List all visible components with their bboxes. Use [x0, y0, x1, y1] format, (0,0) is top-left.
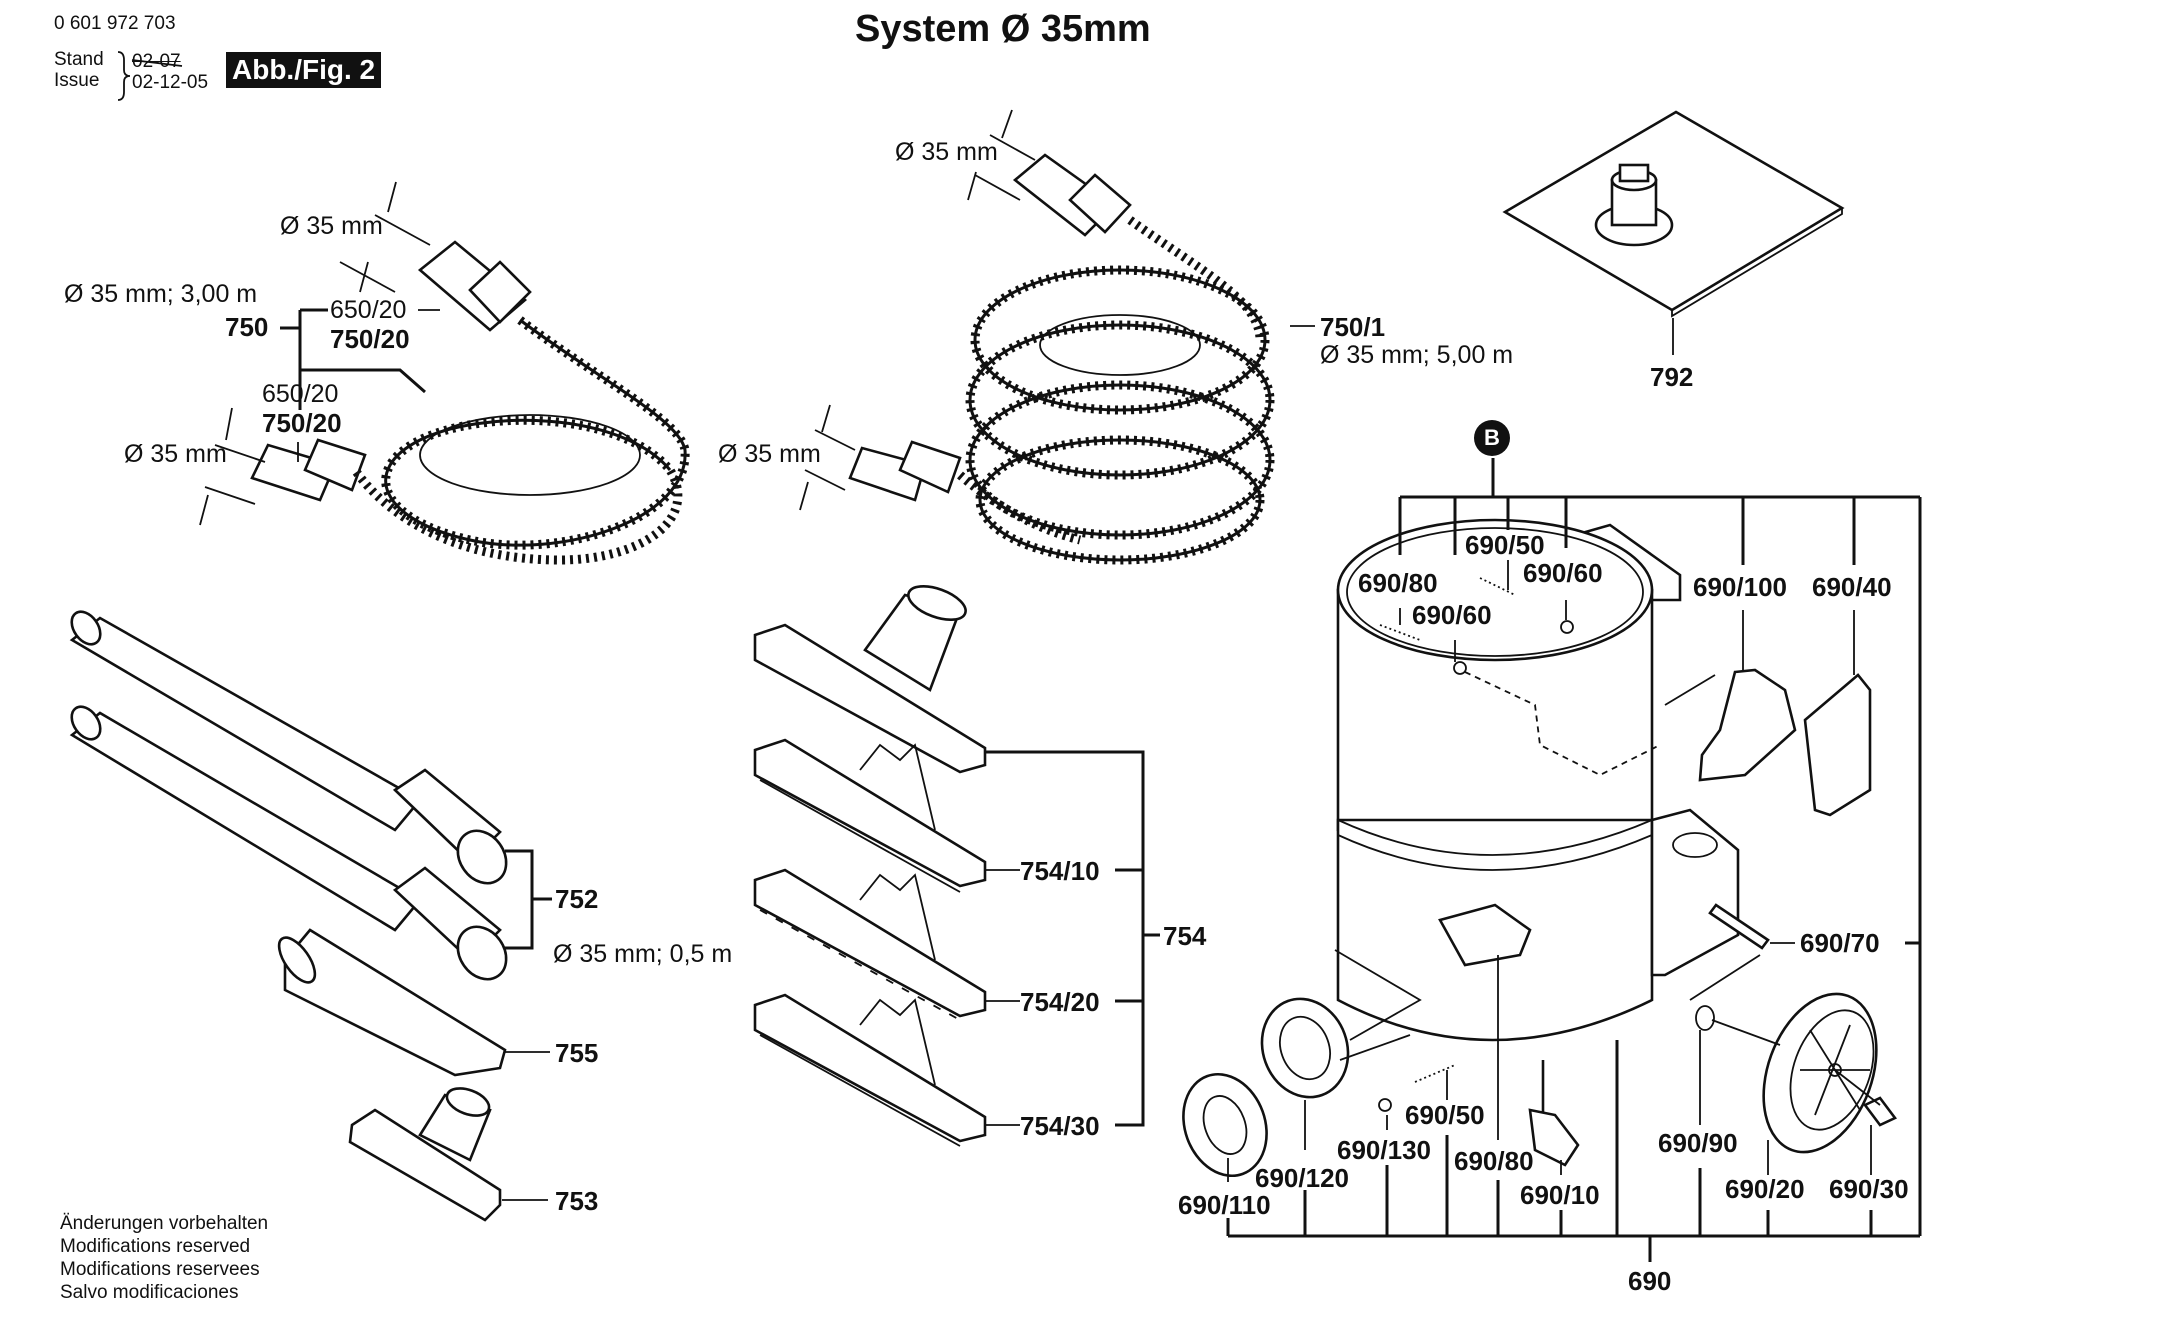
vacuum-bottom-part-5[interactable]: 690/80 — [1454, 1146, 1534, 1176]
crevice-nozzle-part[interactable]: 755 — [555, 1038, 599, 1068]
stand-label: Stand — [54, 49, 104, 70]
vacuum-bottom-part-2[interactable]: 690/120 — [1255, 1163, 1349, 1193]
hose-3m-coupling-bottom-old-part[interactable]: 650/20 — [262, 380, 339, 408]
hose-5m-top-cuff — [1012, 153, 1132, 237]
footer-line-es: Salvo modificaciones — [60, 1282, 239, 1303]
hose-3m-top-cuff — [417, 240, 532, 332]
vacuum-bottom-part-9[interactable]: 690/30 — [1829, 1174, 1909, 1204]
tubes-callout-lines — [505, 849, 552, 950]
floor-nozzles-assembly-part[interactable]: 754 — [1163, 921, 1207, 951]
vacuum-assembly-part[interactable]: 690 — [1628, 1266, 1672, 1296]
vacuum-top-part-3[interactable]: 690/60 — [1523, 558, 1603, 588]
vacuum-bottom-part-1[interactable]: 690/110 — [1178, 1190, 1271, 1220]
group-marker-b: B — [1474, 420, 1510, 456]
vacuum-top-part-6[interactable]: 690/40 — [1812, 572, 1892, 602]
hose-3m-spec: Ø 35 mm; 3,00 m — [64, 280, 258, 308]
tubes-part[interactable]: 752 — [555, 884, 599, 914]
hose-3m-diameter-bottom: Ø 35 mm — [124, 440, 227, 468]
stand-issue-bracket — [117, 51, 131, 101]
vacuum-body-drawing — [1182, 518, 1898, 1178]
vacuum-bottom-part-8[interactable]: 690/20 — [1725, 1174, 1805, 1204]
hose-3m-diameter-top: Ø 35 mm — [280, 212, 383, 240]
part-number: 0 601 972 703 — [54, 13, 176, 34]
hose-3m-callout-lines — [280, 308, 440, 462]
footer-line-en: Modifications reserved — [60, 1236, 251, 1257]
vacuum-side-part[interactable]: 690/70 — [1800, 928, 1880, 958]
issue-date: 02-12-05 — [132, 72, 209, 93]
vacuum-bottom-part-3[interactable]: 690/130 — [1337, 1135, 1431, 1165]
vacuum-bottom-part-7[interactable]: 690/90 — [1658, 1128, 1738, 1158]
upholstery-nozzle-drawing — [348, 1087, 548, 1222]
hose-3m-bottom-cuff — [250, 438, 367, 502]
filter-plate-drawing — [1502, 110, 1845, 355]
hose-3m-coupling-top-old-part[interactable]: 650/20 — [330, 296, 407, 324]
extension-tubes-drawing — [69, 610, 508, 981]
hose-3m-coupling-top-part[interactable]: 750/20 — [330, 324, 410, 354]
vacuum-top-part-5[interactable]: 690/100 — [1693, 572, 1787, 602]
hose-5m-diameter-bottom: Ø 35 mm — [718, 440, 821, 468]
filter-plate-part[interactable]: 792 — [1650, 362, 1694, 392]
hose-5m-diameter-top: Ø 35 mm — [895, 138, 998, 166]
upholstery-nozzle-part[interactable]: 753 — [555, 1186, 599, 1216]
floor-nozzle-part-2[interactable]: 754/20 — [1020, 987, 1100, 1017]
vacuum-top-part-2[interactable]: 690/50 — [1465, 530, 1545, 560]
hose-3m-drawing — [199, 181, 690, 565]
floor-nozzle-part-1[interactable]: 754/10 — [1020, 856, 1100, 886]
hose-5m-drawing — [799, 109, 1275, 565]
tubes-spec: Ø 35 mm; 0,5 m — [553, 940, 733, 968]
figure-badge: Abb./Fig. 2 — [226, 52, 382, 89]
footer-line-de: Änderungen vorbehalten — [60, 1213, 269, 1234]
crevice-nozzle-drawing — [277, 928, 550, 1077]
stand-date: 02-07 — [132, 51, 181, 72]
hose-3m-coupling-bottom-part[interactable]: 750/20 — [262, 408, 342, 438]
footer-line-fr: Modifications reservees — [60, 1259, 260, 1280]
floor-nozzles-drawing — [753, 585, 987, 1147]
issue-label: Issue — [54, 70, 100, 91]
vacuum-callout-frame — [1226, 458, 1922, 1262]
hose-3m-assembly-part[interactable]: 750 — [225, 312, 269, 342]
hose-5m-bottom-cuff — [848, 440, 962, 502]
vacuum-top-part-4[interactable]: 690/60 — [1412, 600, 1492, 630]
floor-nozzles-callout-lines — [985, 750, 1160, 1127]
floor-nozzle-part-3[interactable]: 754/30 — [1020, 1111, 1100, 1141]
page-title: System Ø 35mm — [855, 8, 1151, 50]
hose-5m-spec: Ø 35 mm; 5,00 m — [1320, 341, 1514, 369]
vacuum-top-part-1[interactable]: 690/80 — [1358, 568, 1438, 598]
vacuum-bottom-part-4[interactable]: 690/50 — [1405, 1100, 1485, 1130]
hose-5m-part[interactable]: 750/1 — [1320, 312, 1386, 342]
vacuum-bottom-part-6[interactable]: 690/10 — [1520, 1180, 1600, 1210]
strikethrough — [131, 59, 183, 67]
